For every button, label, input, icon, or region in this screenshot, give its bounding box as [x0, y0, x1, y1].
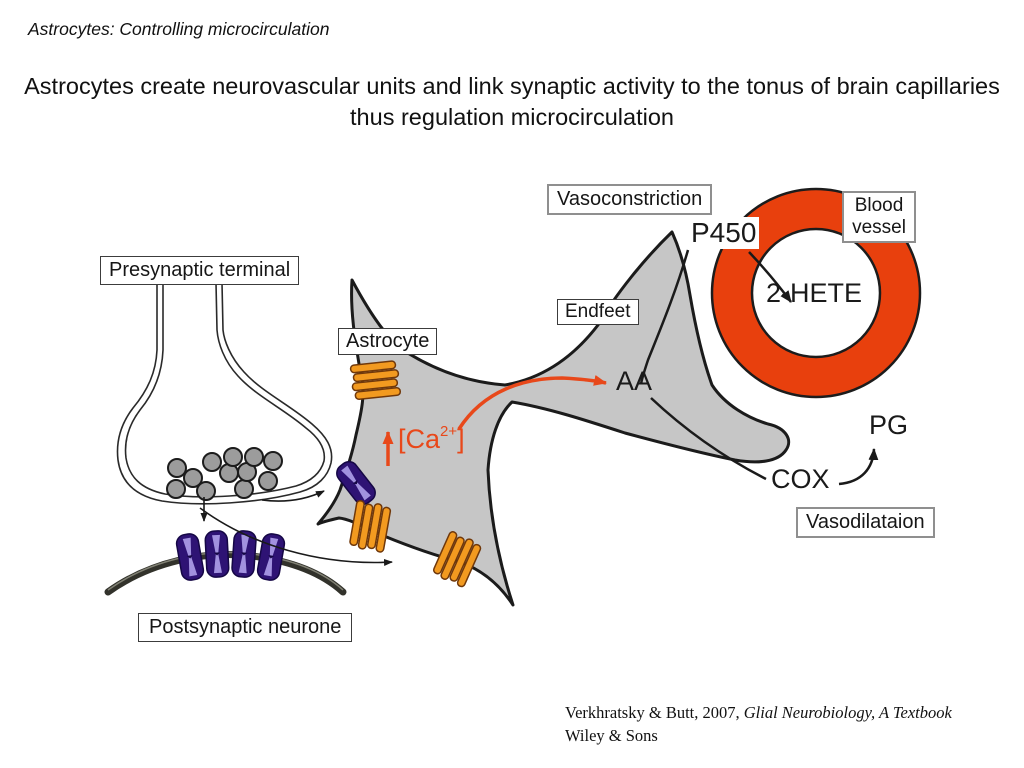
citation-authors: Verkhratsky & Butt, 2007,	[565, 703, 744, 722]
astrocyte-channel	[348, 499, 392, 554]
calcium-close: ]	[457, 424, 465, 454]
slide-kicker: Astrocytes: Controlling microcirculation	[28, 19, 330, 39]
slide-heading: Astrocytes create neurovascular units an…	[24, 73, 1000, 131]
citation-line1: Verkhratsky & Butt, 2007, Glial Neurobio…	[565, 701, 952, 724]
endfoot-divider-line	[639, 249, 690, 385]
label-vasoconstriction: Vasoconstriction	[547, 184, 713, 215]
citation-publisher: Wiley & Sons	[565, 726, 658, 746]
postsynaptic-receptor	[174, 531, 206, 583]
citation: Verkhratsky & Butt, 2007, Glial Neurobio…	[565, 701, 952, 747]
citation-title: Glial Neurobiology, A Textbook	[743, 703, 952, 722]
synaptic-vesicles	[166, 447, 283, 501]
presynaptic-terminal-outline-outer	[116, 282, 333, 505]
cleft-to-receptor-arrow	[261, 490, 325, 502]
molecule-pg: PG	[869, 410, 909, 440]
molecule-p450: P450	[688, 217, 760, 249]
label-blood-vessel: Blood vessel	[842, 191, 916, 243]
calcium-to-aa-arrow	[457, 375, 607, 430]
aa-cox-line	[650, 397, 767, 481]
presynaptic-terminal-outline-inner	[124, 282, 326, 498]
postsynaptic-receptor	[255, 531, 287, 583]
label-postsynaptic-neurone: Postsynaptic neurone	[138, 613, 353, 642]
calcium-label: [Ca2+]	[398, 423, 465, 455]
label-endfeet: Endfeet	[557, 299, 639, 325]
label-vasodilatation: Vasodilataion	[796, 507, 935, 538]
calcium-open: [Ca	[398, 424, 441, 454]
calcium-sup: 2+	[440, 423, 458, 440]
astrocyte-channel	[349, 359, 402, 401]
molecule-cox: COX	[771, 464, 830, 494]
p450-to-hete-arrow	[748, 251, 793, 303]
label-presynaptic-terminal: Presynaptic terminal	[100, 256, 300, 285]
label-astrocyte: Astrocyte	[338, 328, 438, 355]
cleft-to-channel-arrow	[199, 507, 393, 566]
blood-vessel-ring-inner	[750, 227, 882, 359]
molecule-2-hete: 2-HETE	[766, 278, 863, 308]
postsynaptic-receptor	[204, 529, 230, 579]
molecule-aa: AA	[616, 366, 653, 396]
cox-to-pg-arrow	[838, 448, 879, 486]
